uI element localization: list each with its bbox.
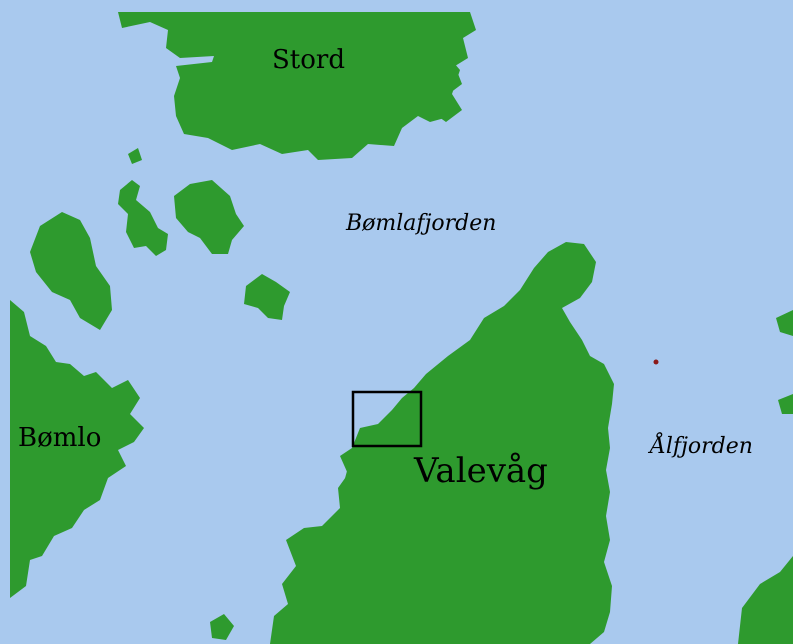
land-bomlo — [10, 300, 144, 598]
land-islet-valevag-3 — [396, 414, 414, 436]
land-islet-west-upper — [30, 212, 112, 330]
land-east-mid — [778, 394, 793, 414]
land-islet-central-1 — [118, 180, 168, 256]
land-islet-valevag-2 — [344, 458, 378, 522]
label-valevag: Valevåg — [413, 451, 548, 491]
label-bomlafjorden: Bømlafjorden — [345, 211, 496, 236]
land-islet-south — [210, 614, 234, 640]
land-east-upper — [776, 310, 793, 336]
land-islet-central-3 — [244, 274, 290, 320]
location-dot — [653, 359, 659, 365]
label-alfjorden: Ålfjorden — [647, 431, 753, 459]
location-marker-box — [351, 390, 423, 448]
land-islet-stord-east — [430, 56, 462, 122]
land-stord — [118, 12, 476, 160]
land-islet-stord-west — [128, 148, 142, 164]
label-stord: Stord — [272, 45, 345, 75]
land-valevag — [270, 242, 614, 644]
land-islet-valevag-1 — [372, 438, 398, 462]
label-bomlo: Bømlo — [18, 423, 101, 453]
land-east-lower — [738, 556, 793, 644]
land-islet-central-2 — [174, 180, 244, 254]
